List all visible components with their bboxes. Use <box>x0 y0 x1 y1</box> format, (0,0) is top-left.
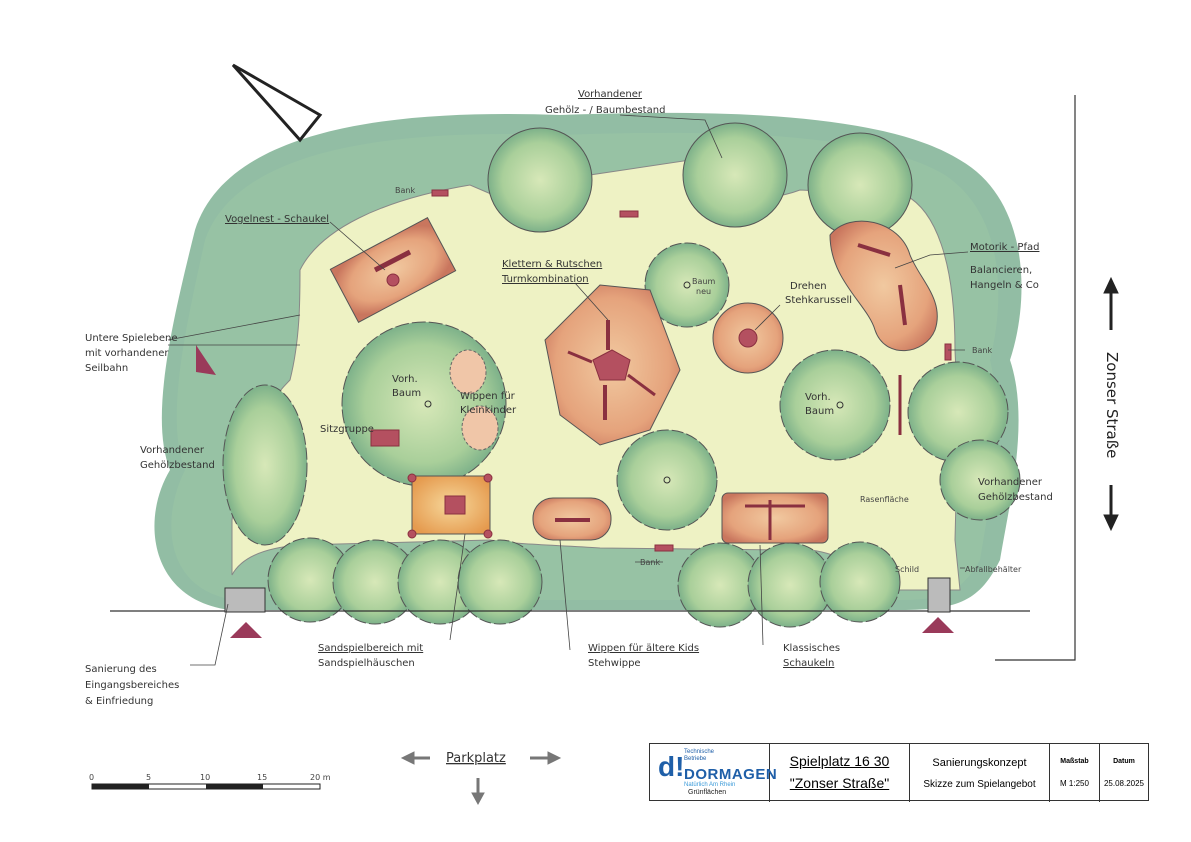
north-arrow-icon <box>231 63 323 143</box>
label-schild: Schild <box>895 565 919 574</box>
entrance-triangle-icon <box>922 617 954 633</box>
scale-tick-10: 10 <box>200 773 210 782</box>
project-cell: Spielplatz 16 30 "Zonser Straße" <box>770 744 910 802</box>
label-drehen: Drehen <box>790 281 827 292</box>
label-klettern: Klettern & Rutschen <box>502 259 602 270</box>
label-stehkarussell: Stehkarussell <box>785 295 852 306</box>
label-baum-neu: Baum <box>692 277 715 286</box>
scale-bar: 0 5 10 15 20 m <box>89 773 331 790</box>
label-wippen-klein: Wippen für <box>460 391 516 402</box>
brand-logo: d! Technische Betriebe DORMAGEN Natürlic… <box>650 744 777 802</box>
label-eingangsbereiches: Eingangsbereiches <box>85 680 179 691</box>
label-seilbahn: Seilbahn <box>85 363 128 374</box>
scale-cell: Maßstab M 1:250 <box>1050 744 1100 802</box>
label-untere-spielebene: Untere Spielebene <box>85 333 178 344</box>
label-wippen-alt: Wippen für ältere Kids <box>588 643 699 654</box>
date-header: Datum <box>1113 758 1135 765</box>
label-street: Zonser Straße <box>1103 352 1121 458</box>
label-vorhandener-bestand-sub: Gehölz - / Baumbestand <box>545 105 665 116</box>
label-sanierung: Sanierung des <box>85 664 157 675</box>
label-hangeln: Hangeln & Co <box>970 280 1039 291</box>
label-vorh-baum-left-2: Baum <box>392 388 421 399</box>
scale-value: M 1:250 <box>1060 779 1089 788</box>
street-arrows <box>1103 276 1119 532</box>
arrow-icon <box>1103 514 1119 532</box>
org-line1: Technische <box>684 749 715 755</box>
dormagen-logo-icon: d! <box>658 751 685 782</box>
label-geholz-left: Vorhandener <box>140 445 205 456</box>
label-vorhandener-bestand: Vorhandener <box>578 89 643 100</box>
description-sub: Skizze zum Spielangebot <box>923 779 1036 790</box>
department: Grünflächen <box>688 789 727 796</box>
label-bank-top: Bank <box>395 186 415 195</box>
scale-tick-5: 5 <box>146 773 151 782</box>
parking-arrows <box>400 751 562 806</box>
equipment <box>370 189 952 552</box>
label-mit-vorhandener: mit vorhandener <box>85 348 169 359</box>
label-sandspielhaeuschen: Sandspielhäuschen <box>318 658 415 669</box>
label-vorh-baum-right: Vorh. <box>805 392 831 403</box>
entrance-triangle-icon <box>196 345 216 375</box>
label-vogelnest: Vogelnest - Schaukel <box>225 214 329 225</box>
label-geholz-right: Vorhandener <box>978 477 1043 488</box>
label-schaukeln: Schaukeln <box>783 658 834 669</box>
project-name: "Zonser Straße" <box>789 775 890 791</box>
fence <box>110 95 1076 661</box>
label-vorh-baum-left: Vorh. <box>392 374 418 385</box>
arrow-icon <box>471 792 485 806</box>
title-block: d! Technische Betriebe DORMAGEN Natürlic… <box>649 743 1149 802</box>
org-name: Technische Betriebe <box>684 749 714 763</box>
scale-tick-0: 0 <box>89 773 94 782</box>
arrow-icon <box>400 751 415 765</box>
label-balancieren: Balancieren, <box>970 265 1032 276</box>
plan-labels: Vorhandener Gehölz - / Baumbestand Bank … <box>85 89 1121 766</box>
label-sitzgruppe: Sitzgruppe <box>320 424 374 435</box>
tagline: Natürlich Am Rhein <box>684 782 736 788</box>
scale-header: Maßstab <box>1060 758 1089 765</box>
label-klassisches: Klassisches <box>783 643 840 654</box>
date-cell: Datum 25.08.2025 <box>1100 744 1148 802</box>
label-sandspielbereich: Sandspielbereich mit <box>318 643 423 654</box>
label-bank-bottom: Bank <box>640 558 660 567</box>
project-number: Spielplatz 16 30 <box>789 753 890 769</box>
label-rasenflaeche: Rasenfläche <box>860 495 909 504</box>
label-bank-right: Bank <box>972 346 992 355</box>
label-turmkombination: Turmkombination <box>501 274 589 285</box>
entrance-triangle-icon <box>230 622 262 638</box>
org-line2: Betriebe <box>684 756 707 762</box>
trees <box>222 122 1021 628</box>
label-abfallbehaelter: Abfallbehälter <box>965 565 1022 574</box>
label-motorik: Motorik - Pfad <box>970 242 1039 253</box>
city-name: DORMAGEN <box>684 766 778 783</box>
label-baum-neu-2: neu <box>696 287 711 296</box>
label-geholz-right-2: Gehölzbestand <box>978 492 1053 503</box>
label-geholz-left-2: Gehölzbestand <box>140 460 215 471</box>
label-parkplatz: Parkplatz <box>446 751 506 766</box>
arrow-icon <box>1103 276 1119 294</box>
leader-lines <box>167 114 969 666</box>
description-cell: Sanierungskonzept Skizze zum Spielangebo… <box>910 744 1050 802</box>
arrow-icon <box>547 751 562 765</box>
label-einfriedung: & Einfriedung <box>85 696 153 707</box>
description-title: Sanierungskonzept <box>932 757 1027 769</box>
date-value: 25.08.2025 <box>1103 779 1145 788</box>
scale-tick-20: 20 m <box>310 773 331 782</box>
label-kleinkinder: Kleinkinder <box>460 405 517 416</box>
scale-tick-15: 15 <box>257 773 267 782</box>
label-stehwippe: Stehwippe <box>588 658 641 669</box>
label-vorh-baum-right-2: Baum <box>805 406 834 417</box>
